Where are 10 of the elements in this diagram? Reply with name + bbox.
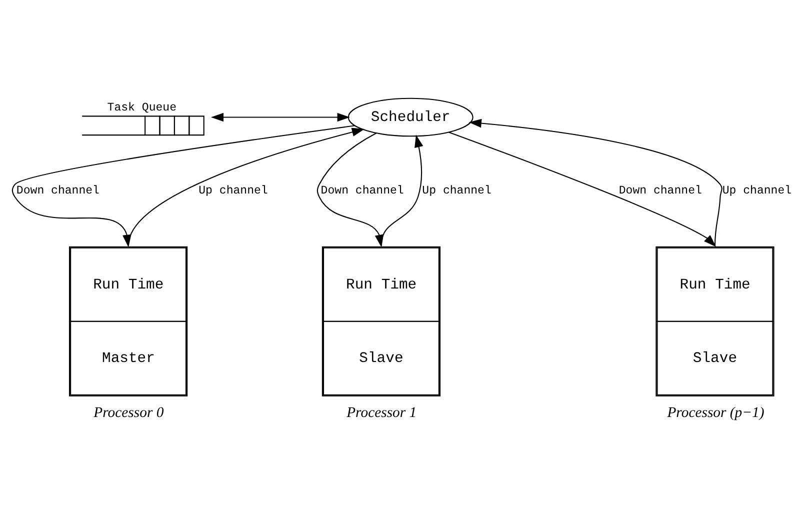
node-label: Processor 1 [346, 404, 417, 421]
edge-label: Down channel [16, 184, 100, 198]
edge-label: Up channel [422, 184, 492, 198]
node-label: Processor 0 [94, 404, 164, 421]
node-label: Task Queue [107, 101, 176, 114]
edge-label: Up channel [722, 184, 792, 198]
edge-label: Down channel [320, 184, 404, 198]
edge-label: Down channel [618, 184, 702, 198]
node-label: Processor (p−1) [667, 404, 764, 421]
edge-label: Up channel [198, 184, 268, 198]
